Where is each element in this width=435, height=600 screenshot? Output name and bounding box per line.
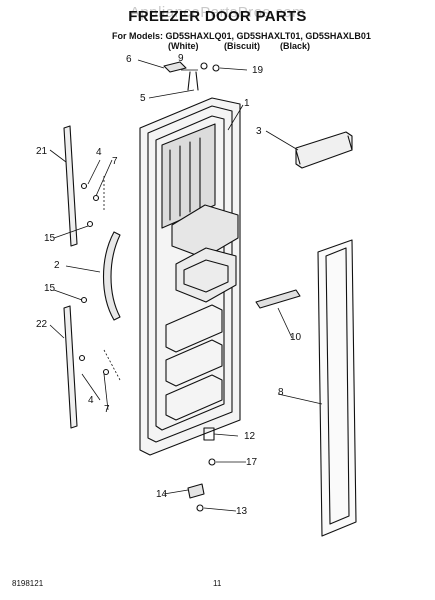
callout-4b: 4 bbox=[88, 395, 94, 406]
callout-15: 15 bbox=[44, 233, 56, 244]
callout-21: 21 bbox=[36, 146, 48, 157]
callout-9: 9 bbox=[178, 53, 184, 64]
watermark: AppliancePartsPros.com bbox=[129, 4, 306, 21]
page-title: FREEZER DOOR PARTS bbox=[128, 8, 307, 25]
callout-1: 1 bbox=[244, 98, 250, 109]
callout-3: 3 bbox=[256, 126, 262, 137]
variant-white: (White) bbox=[168, 41, 199, 51]
callout-7b: 7 bbox=[104, 404, 110, 415]
callout-19: 19 bbox=[252, 65, 264, 76]
variant-black: (Black) bbox=[280, 41, 311, 51]
callout-6: 6 bbox=[126, 54, 132, 65]
callout-15b: 15 bbox=[44, 283, 56, 294]
callout-7: 7 bbox=[112, 156, 118, 167]
variant-biscuit: (Biscuit) bbox=[224, 41, 260, 51]
callout-14: 14 bbox=[156, 489, 168, 500]
callout-17: 17 bbox=[246, 457, 258, 468]
callout-10: 10 bbox=[290, 332, 302, 343]
page-number: 11 bbox=[213, 579, 222, 588]
callout-13: 13 bbox=[236, 506, 248, 517]
doc-number: 8198121 bbox=[12, 579, 44, 588]
callout-5: 5 bbox=[140, 93, 146, 104]
callout-22: 22 bbox=[36, 319, 48, 330]
callout-4: 4 bbox=[96, 147, 102, 158]
models-line: For Models: GD5SHAXLQ01, GD5SHAXLT01, GD… bbox=[112, 31, 371, 41]
callout-2: 2 bbox=[54, 260, 60, 271]
callout-8: 8 bbox=[278, 387, 284, 398]
callout-12: 12 bbox=[244, 431, 256, 442]
